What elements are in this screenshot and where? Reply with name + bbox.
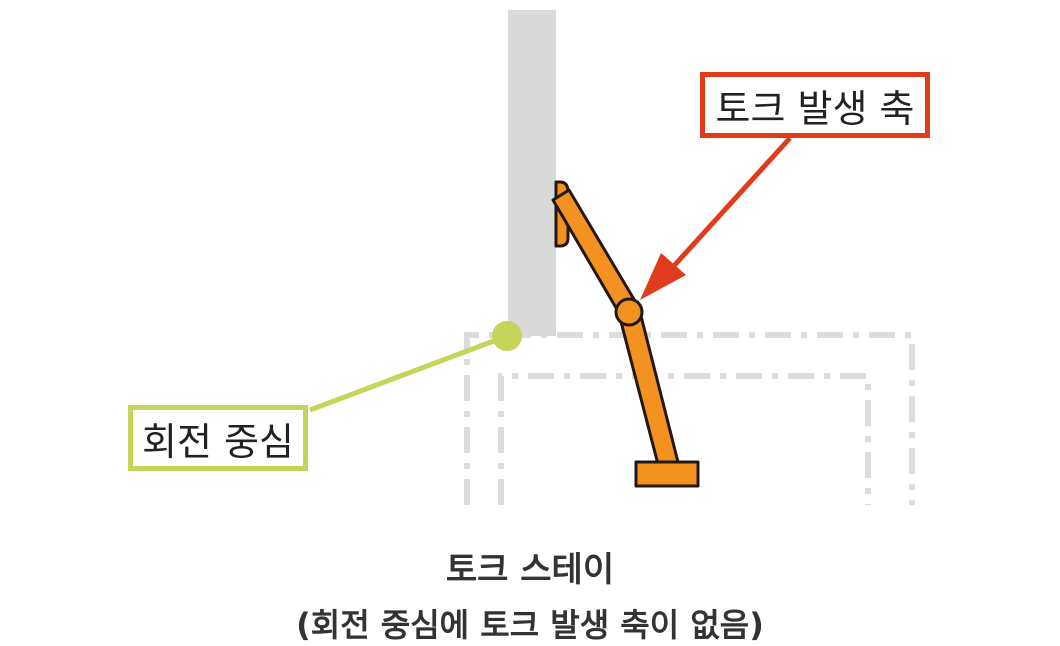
caption-title: 토크 스테이 bbox=[445, 550, 615, 590]
torque-axis-joint bbox=[614, 297, 644, 327]
stay-foot bbox=[634, 460, 700, 488]
dashed-outline-inner bbox=[498, 373, 871, 505]
rotation-pointer-line bbox=[309, 333, 508, 413]
torque-pointer-line bbox=[670, 136, 792, 270]
torque-pointer bbox=[640, 136, 792, 300]
rotation-pointer bbox=[309, 321, 522, 413]
wall-panel bbox=[508, 10, 556, 336]
caption-subtitle: (회전 중심에 토크 발생 축이 없음) bbox=[296, 606, 764, 644]
dashed-outline-group bbox=[464, 332, 915, 505]
rotation-center-dot bbox=[492, 321, 522, 351]
dashed-outline-outer bbox=[464, 332, 915, 505]
rotation-center-label-box: 회전 중심 bbox=[128, 405, 308, 471]
torque-axis-label-box: 토크 발생 축 bbox=[700, 72, 930, 138]
torque-stay bbox=[551, 180, 700, 488]
torque-axis-label: 토크 발생 축 bbox=[715, 86, 915, 131]
torque-pointer-arrowhead bbox=[640, 253, 686, 300]
rotation-center-label: 회전 중심 bbox=[142, 419, 294, 464]
